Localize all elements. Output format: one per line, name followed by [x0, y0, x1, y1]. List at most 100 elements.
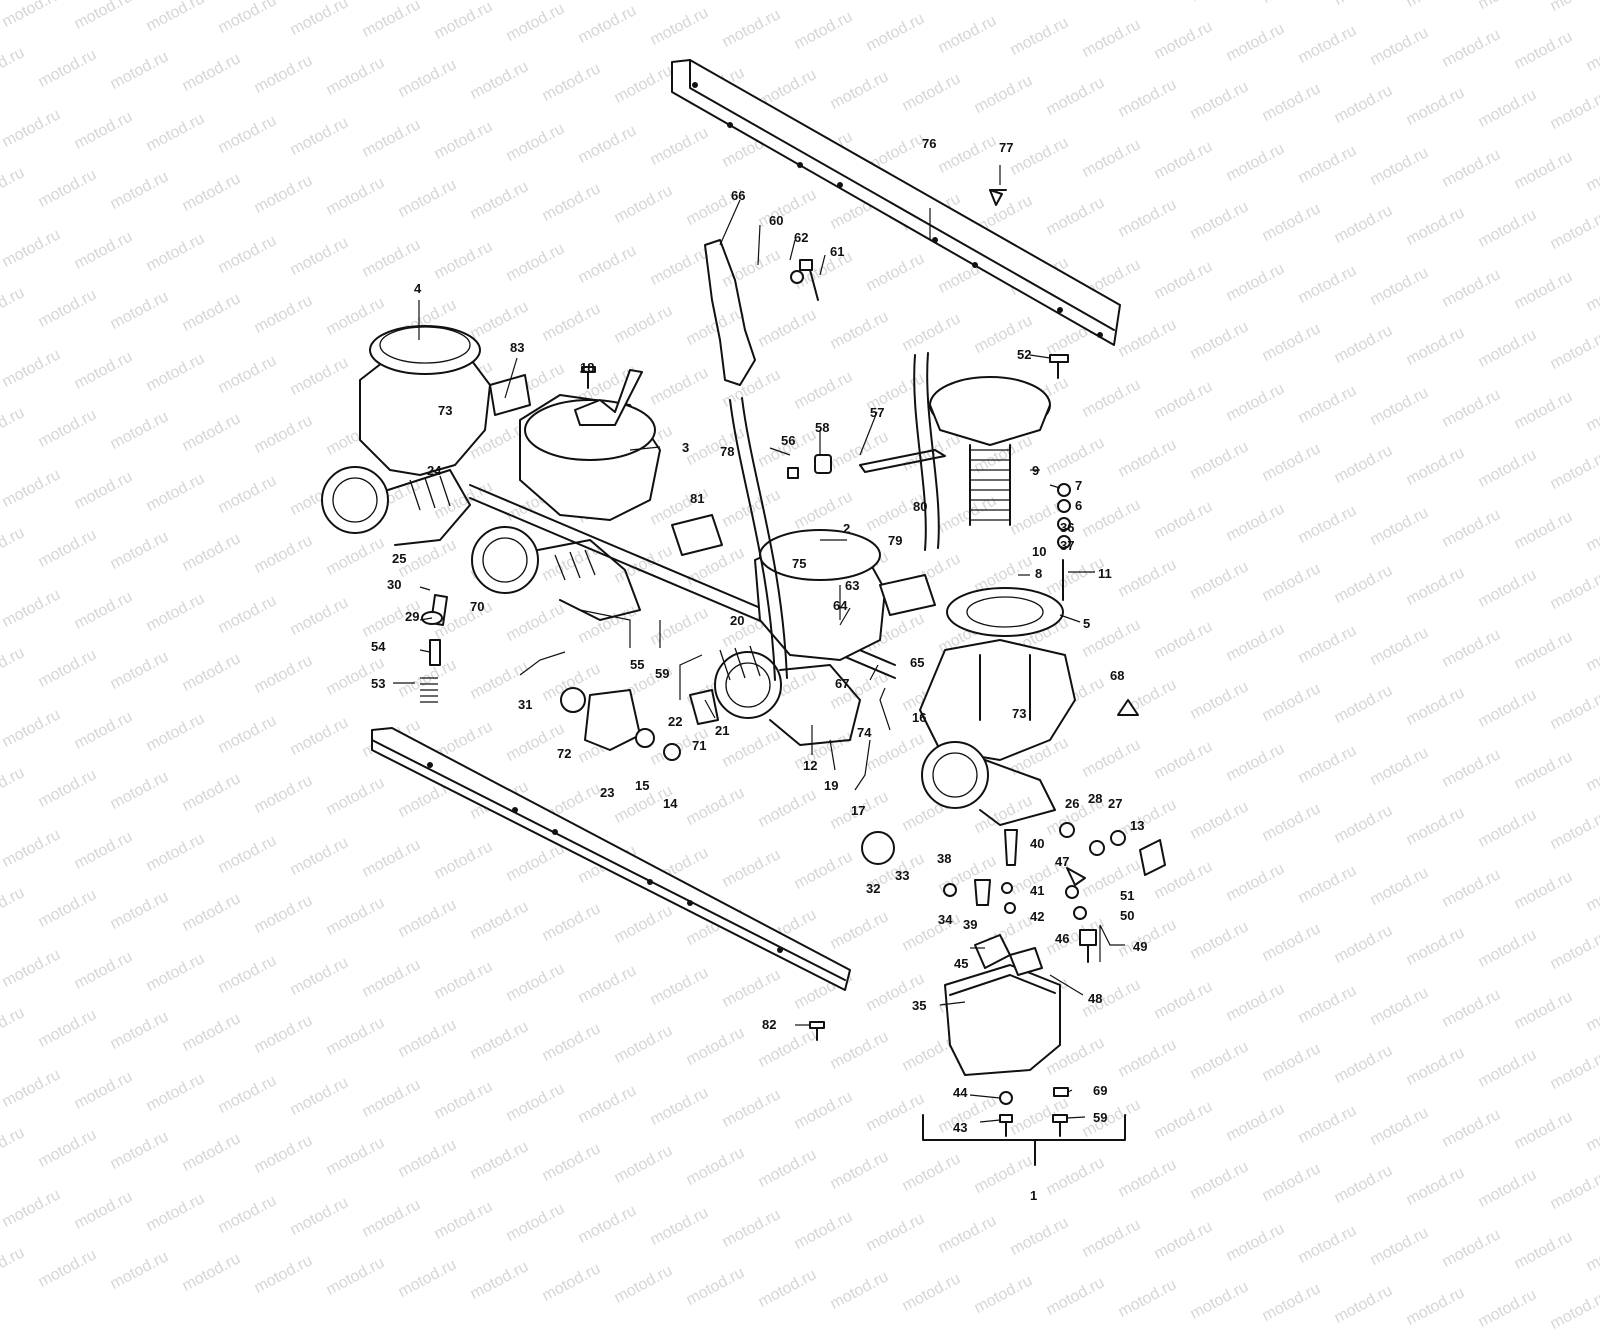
watermark-text: motod.ru	[935, 1212, 1000, 1257]
callout: 41	[1030, 883, 1044, 898]
callout-labels: 1 2 3 4 5 6 7 8 9 10 11 12 13 14 15 16 1…	[371, 136, 1147, 1200]
callout: 16	[912, 710, 926, 725]
watermark-text: motod.ru	[359, 1196, 424, 1241]
callout: 69	[1093, 1083, 1107, 1098]
callout: 28	[1088, 791, 1102, 806]
watermark-text: motod.ru	[575, 1202, 640, 1247]
callout: 81	[690, 491, 704, 506]
callout: 24	[427, 463, 442, 478]
watermark-text: motod.ru	[1367, 1224, 1432, 1269]
callout: 67	[835, 676, 849, 691]
callout: 76	[922, 136, 936, 151]
callout: 6	[1075, 498, 1082, 513]
callout: 27	[1108, 796, 1122, 811]
watermark-text: motod.ru	[1439, 1226, 1504, 1271]
callout: 64	[833, 598, 848, 613]
watermark-text: motod.ru	[899, 1270, 964, 1315]
callout: 55	[630, 657, 644, 672]
watermark-text: motod.ru	[1115, 1276, 1180, 1321]
callout: 9	[1032, 463, 1039, 478]
watermark-text: motod.ru	[1295, 1222, 1360, 1267]
callout: 72	[557, 746, 571, 761]
callout: 59	[655, 666, 669, 681]
watermark-text: motod.ru	[251, 1252, 316, 1297]
callout: 68	[1110, 668, 1124, 683]
callout: 66	[731, 188, 745, 203]
callout: 60	[769, 213, 783, 228]
carburetor-1	[919, 376, 1076, 826]
watermark-text: motod.ru	[35, 1246, 100, 1291]
watermark-text: motod.ru	[791, 1208, 856, 1253]
callout: 3	[682, 440, 689, 455]
watermark-text: motod.ru	[863, 1210, 928, 1255]
watermark-text: motod.ru	[1187, 1278, 1252, 1323]
callout: 80	[913, 499, 927, 514]
callout: 61	[830, 244, 844, 259]
small-parts	[420, 189, 1166, 1137]
watermark-text: motod.ru	[107, 1248, 172, 1293]
watermark-text: motod.ru	[1151, 1218, 1216, 1263]
callout: 46	[1055, 931, 1069, 946]
watermark-text: motod.ru	[0, 1244, 28, 1289]
upper-mounting-plate	[671, 59, 1121, 346]
callout: 12	[803, 758, 817, 773]
callout: 21	[715, 723, 729, 738]
callout: 35	[912, 998, 926, 1013]
callout: 50	[1120, 908, 1134, 923]
callout: 74	[857, 725, 872, 740]
callout: 5	[1083, 616, 1090, 631]
callout: 73	[1012, 706, 1026, 721]
lower-mounting-plate	[371, 727, 851, 991]
callout: 1	[1030, 1188, 1037, 1200]
callout: 53	[371, 676, 385, 691]
callout: 19	[824, 778, 838, 793]
leader-lines	[393, 165, 1125, 1123]
watermark-text: motod.ru	[1403, 1284, 1468, 1329]
callout: 38	[937, 851, 951, 866]
callout: 2	[843, 521, 850, 536]
callout: 7	[1075, 478, 1082, 493]
callout: 43	[953, 1120, 967, 1135]
callout: 56	[781, 433, 795, 448]
callout: 45	[954, 956, 968, 971]
watermark-text: motod.ru	[287, 1194, 352, 1239]
callout: 54	[371, 639, 386, 654]
watermark-text: motod.ru	[683, 1264, 748, 1309]
callout: 8	[1035, 566, 1042, 581]
watermark-text: motod.ru	[1007, 1214, 1072, 1259]
callout: 18	[580, 360, 594, 375]
callout: 70	[470, 599, 484, 614]
callout: 22	[668, 714, 682, 729]
carburetor-3	[471, 369, 661, 621]
watermark-text: motod.ru	[1223, 1220, 1288, 1265]
watermark-text: motod.ru	[323, 1254, 388, 1299]
callout: 4	[414, 281, 422, 296]
watermark-text: motod.ru	[755, 1266, 820, 1311]
watermark-text: motod.ru	[1511, 1228, 1576, 1273]
callout: 34	[938, 912, 953, 927]
callout: 48	[1088, 991, 1102, 1006]
callout: 32	[866, 881, 880, 896]
callout: 82	[762, 1017, 776, 1032]
callout: 63	[845, 578, 859, 593]
callout: 78	[720, 444, 734, 459]
callout: 42	[1030, 909, 1044, 924]
callout: 26	[1065, 796, 1079, 811]
watermark-text: motod.ru	[1547, 1288, 1600, 1333]
float-chamber	[944, 934, 1061, 1076]
watermark-text: motod.ru	[1259, 1280, 1324, 1325]
watermark-text: motod.ru	[1583, 1230, 1600, 1275]
watermark-text: motod.ru	[431, 1198, 496, 1243]
callout: 58	[815, 420, 829, 435]
watermark-text: motod.ru	[1331, 1282, 1396, 1327]
callout: 59	[1093, 1110, 1107, 1125]
watermark-text: motod.ru	[611, 1262, 676, 1307]
callout: 52	[1017, 347, 1031, 362]
callout: 30	[387, 577, 401, 592]
watermark-text: motod.ru	[539, 1260, 604, 1305]
callout: 37	[1060, 538, 1074, 553]
callout: 77	[999, 140, 1013, 155]
callout: 57	[870, 405, 884, 420]
callout: 31	[518, 697, 532, 712]
watermark-text: motod.ru	[1079, 1216, 1144, 1261]
